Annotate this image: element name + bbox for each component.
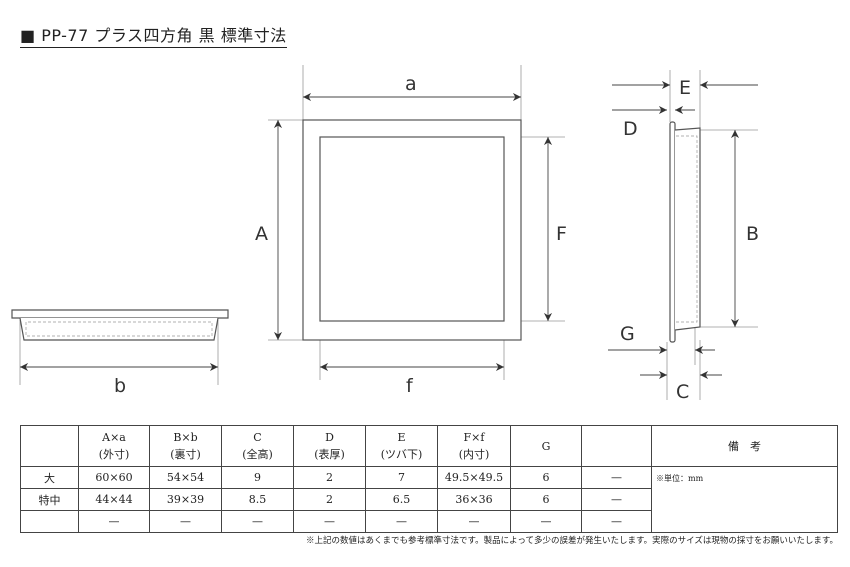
dimension-drawing: a A F f b B E D G C: [11, 65, 759, 403]
header-cell: E(ツバ下): [365, 425, 438, 467]
cell: —: [293, 510, 366, 533]
cell: 8.5: [221, 488, 294, 511]
footnote: ※上記の数値はあくまでも参考標準寸法です。製品によって多少の誤差が発生いたします…: [305, 536, 838, 546]
header-cell: F×f(内寸): [437, 425, 511, 467]
header-cell: D(表厚): [293, 425, 366, 467]
label-F: F: [556, 223, 567, 245]
cell: —: [78, 510, 150, 533]
inner-opening: [319, 136, 505, 322]
table-row: — — — — — — — —: [20, 510, 838, 533]
label-b: b: [114, 375, 126, 397]
table-header-row: A×a(外寸) B×b(裏寸) C(全高) D(表厚) E(ツバ下) F×f(内…: [20, 425, 838, 467]
header-cell: B×b(裏寸): [149, 425, 222, 467]
cell: 7: [365, 466, 438, 489]
header-cell-remarks: 備 考: [651, 425, 838, 467]
label-G: G: [620, 323, 635, 345]
cell: —: [437, 510, 511, 533]
cell: 大: [20, 466, 79, 489]
remarks-cell: ※単位：mm: [651, 466, 838, 533]
cell: 2: [293, 466, 366, 489]
label-C: C: [676, 381, 689, 403]
cell: 特中: [20, 488, 79, 511]
label-E: E: [679, 77, 691, 99]
cell: 49.5×49.5: [437, 466, 511, 489]
label-a: a: [405, 73, 417, 95]
header-cell: [581, 425, 652, 467]
table-row: 大 60×60 54×54 9 2 7 49.5×49.5 6 — ※単位：mm: [20, 466, 838, 533]
label-f: f: [406, 375, 414, 397]
cell: 39×39: [149, 488, 222, 511]
cell: —: [149, 510, 222, 533]
cell: 60×60: [78, 466, 150, 489]
cell: 44×44: [78, 488, 150, 511]
header-cell: A×a(外寸): [78, 425, 150, 467]
label-A: A: [255, 223, 268, 245]
cell: 54×54: [149, 466, 222, 489]
cell: 2: [293, 488, 366, 511]
cell: 6.5: [365, 488, 438, 511]
cell: 6: [510, 488, 582, 511]
cell: —: [581, 488, 652, 511]
cell: —: [510, 510, 582, 533]
cell: —: [365, 510, 438, 533]
page-title: ■ PP-77 プラス四方角 黒 標準寸法: [20, 22, 287, 48]
cell: —: [221, 510, 294, 533]
cell: 36×36: [437, 488, 511, 511]
header-cell: G: [510, 425, 582, 467]
label-D: D: [623, 118, 638, 140]
dimension-table: A×a(外寸) B×b(裏寸) C(全高) D(表厚) E(ツバ下) F×f(内…: [20, 425, 838, 533]
cell: 9: [221, 466, 294, 489]
header-cell: C(全高): [221, 425, 294, 467]
cell: —: [581, 466, 652, 489]
cell: 6: [510, 466, 582, 489]
cell: —: [581, 510, 652, 533]
header-cell: [20, 425, 79, 467]
cell: [20, 510, 79, 533]
label-B: B: [746, 223, 759, 245]
